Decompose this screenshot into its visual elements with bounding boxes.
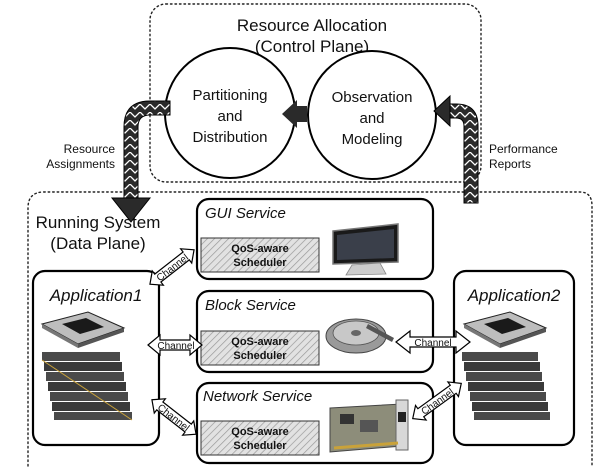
network-service-title: Network Service: [203, 388, 312, 405]
block-scheduler-line1: QoS-aware: [231, 336, 288, 348]
observation-label-line3: Modeling: [342, 131, 403, 148]
partitioning-label-line2: and: [217, 108, 242, 125]
resource-assignments-label-line2: Assignments: [46, 157, 115, 171]
block-service-title: Block Service: [205, 297, 296, 314]
data-plane-title-line2: (Data Plane): [50, 234, 145, 253]
block-scheduler-line2: Scheduler: [233, 350, 287, 362]
observation-label-line2: and: [359, 110, 384, 127]
application2-title: Application2: [467, 286, 561, 305]
gui-service-title: GUI Service: [205, 205, 286, 222]
memory-modules-icon: [462, 352, 550, 420]
network-scheduler: [200, 420, 320, 456]
block-service-box: Block Service QoS-aware Scheduler: [195, 289, 435, 374]
channel-app1-block: Channel: [147, 333, 203, 357]
network-card-icon: [329, 399, 409, 453]
control-plane-region: [149, 3, 482, 183]
channel-label: Channel: [155, 252, 191, 284]
hard-disk-icon: [325, 318, 394, 354]
channel-label: Channel: [157, 341, 194, 352]
application1-box: Application1: [31, 269, 161, 447]
channel-app1-gui: Channel: [149, 248, 195, 286]
channel-block-app2: Channel: [395, 329, 471, 355]
observation-label-line1: Observation: [332, 89, 413, 106]
control-plane-title-line2: (Control Plane): [255, 37, 369, 56]
resource-assignments-arrow: [110, 100, 171, 223]
partitioning-label-line3: Distribution: [192, 129, 267, 146]
cpu-chip-icon: [40, 311, 126, 348]
observation-modeling-node: [307, 50, 437, 180]
data-plane-title-line1: Running System: [36, 213, 161, 232]
partitioning-label-line1: Partitioning: [192, 87, 267, 104]
memory-modules-icon: [41, 352, 133, 421]
block-scheduler: [200, 330, 320, 366]
resource-assignments-label-line1: Resource: [64, 142, 116, 156]
monitor-icon: [332, 223, 399, 276]
performance-reports-label-line2: Reports: [489, 157, 531, 171]
performance-reports-label-line1: Performance: [489, 142, 558, 156]
gui-scheduler-line1: QoS-aware: [231, 243, 288, 255]
channel-label: Channel: [414, 338, 451, 349]
control-plane-title-line1: Resource Allocation: [237, 16, 387, 35]
channel-label: Channel: [155, 402, 191, 434]
modeling-to-partitioning-arrow: [282, 100, 307, 128]
performance-reports-arrow: [433, 94, 479, 204]
gui-scheduler: [200, 237, 320, 273]
network-scheduler-line2: Scheduler: [233, 440, 287, 452]
cpu-chip-icon: [462, 311, 548, 348]
gui-scheduler-line2: Scheduler: [233, 257, 287, 269]
application2-box: Application2: [452, 269, 576, 447]
network-service-box: Network Service QoS-aware Scheduler: [195, 381, 435, 465]
application1-title: Application1: [49, 286, 143, 305]
network-scheduler-line1: QoS-aware: [231, 426, 288, 438]
gui-service-box: GUI Service QoS-aware Scheduler: [195, 197, 435, 281]
